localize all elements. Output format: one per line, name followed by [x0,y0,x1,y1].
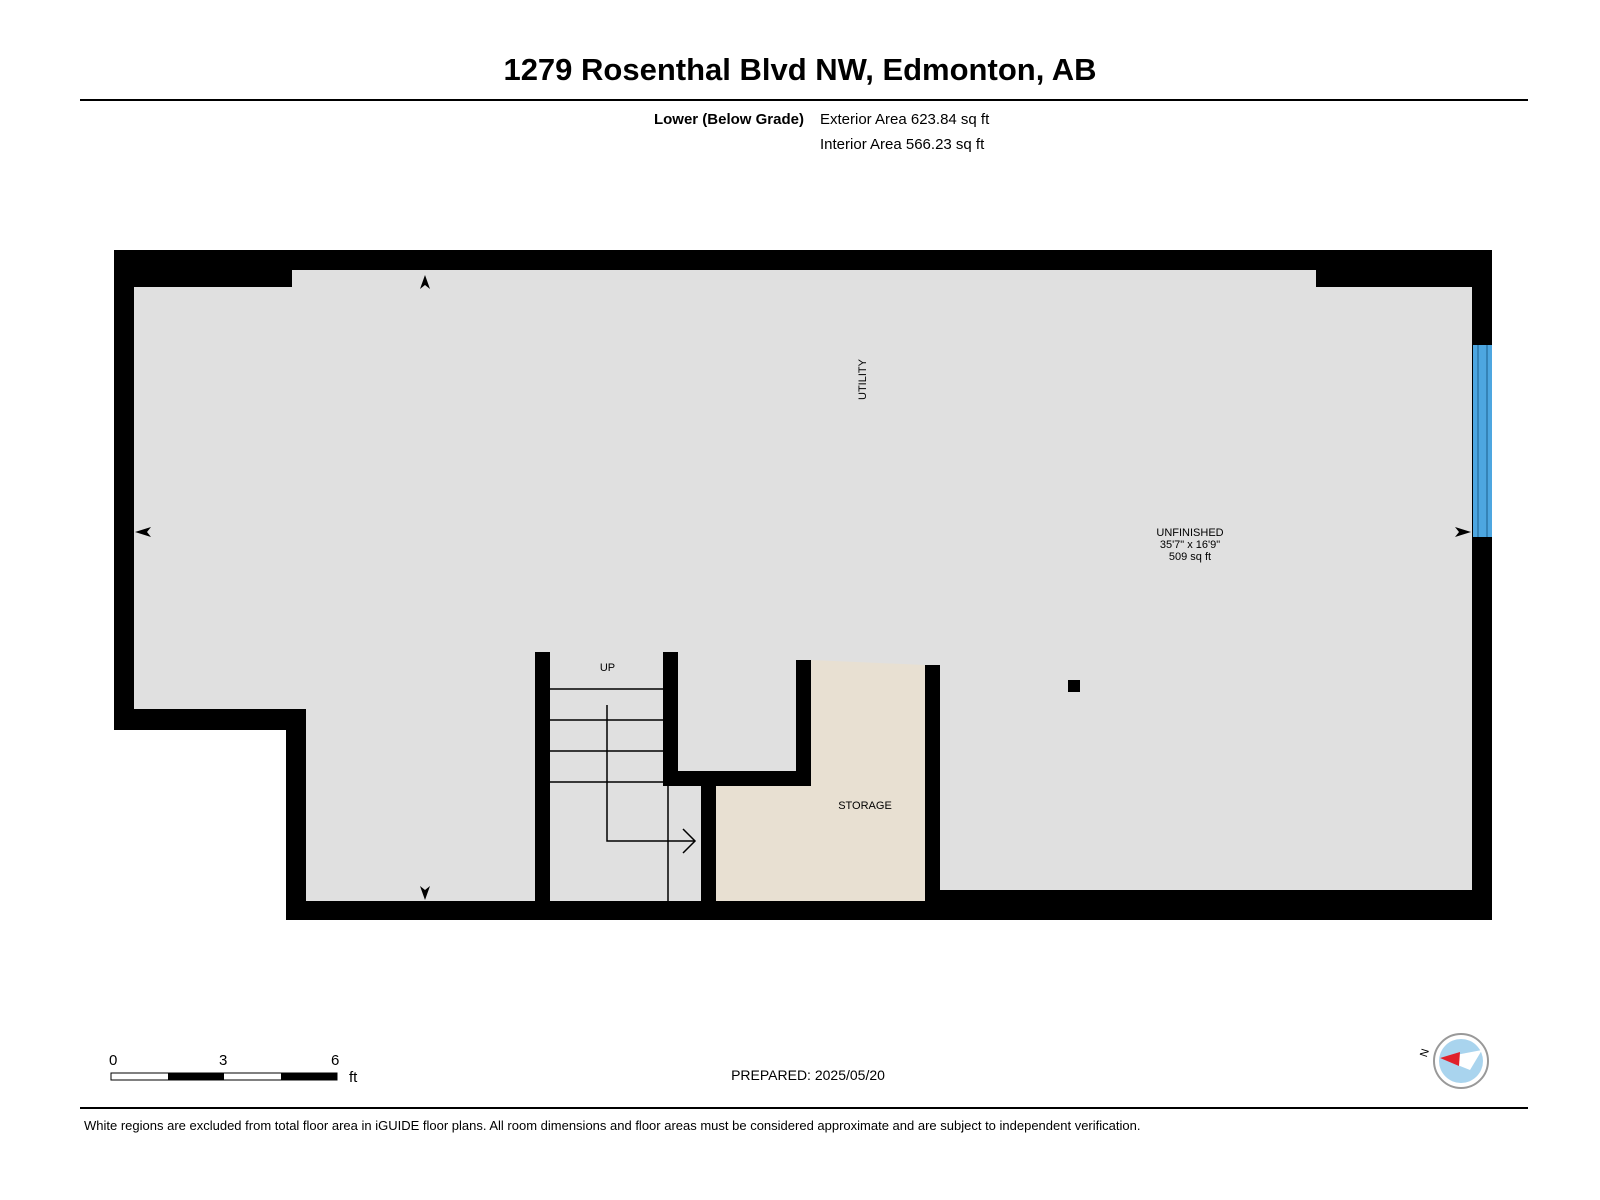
unfinished-floor [134,270,1472,901]
stairs-up-label: UP [599,662,616,674]
dimension-arrows [135,275,1471,900]
level-name: Lower (Below Grade) [653,111,804,128]
storage-floor [716,783,925,901]
support-post [1068,680,1080,692]
scale-tick-0: 0 [109,1052,118,1069]
scale-tick-3: 3 [219,1052,228,1069]
scale-bar [110,1072,338,1081]
header-divider [80,99,1528,101]
stair-wall-left [535,652,550,904]
unfinished-area: 509 sq ft [1168,551,1212,563]
room-label-unfinished: UNFINISHED 35'7" x 16'9" 509 sq ft [1110,527,1270,563]
scale-tick-6: 6 [331,1052,340,1069]
disclaimer: White regions are excluded from total fl… [84,1118,1141,1133]
storage-wall-top [663,771,811,786]
unfinished-dimensions: 35'7" x 16'9" [1159,539,1221,551]
exterior-area: Exterior Area 623.84 sq ft [820,111,990,128]
page-title: 1279 Rosenthal Blvd NW, Edmonton, AB [503,52,1097,87]
room-label-utility: UTILITY [857,359,869,400]
storage-wall-left [796,660,811,783]
scale-unit: ft [349,1069,358,1086]
window [1473,345,1492,537]
footer-divider [80,1107,1528,1109]
stair-direction-arrow [606,705,697,854]
room-label-storage: STORAGE [838,800,892,812]
storage-wall-mid [701,783,716,901]
storage-wall-right [925,665,940,901]
stair-landing-bg [668,786,701,901]
prepared-text: PREPARED: 2025/05/20 [731,1067,885,1083]
storage-upper-floor [811,660,925,783]
prepared-date: PREPARED: 2025/05/20 [0,1067,1600,1083]
interior-area: Interior Area 566.23 sq ft [820,136,985,153]
compass-icon [1433,1033,1489,1089]
stair-wall-right [663,652,678,784]
unfinished-name: UNFINISHED [1156,527,1224,539]
